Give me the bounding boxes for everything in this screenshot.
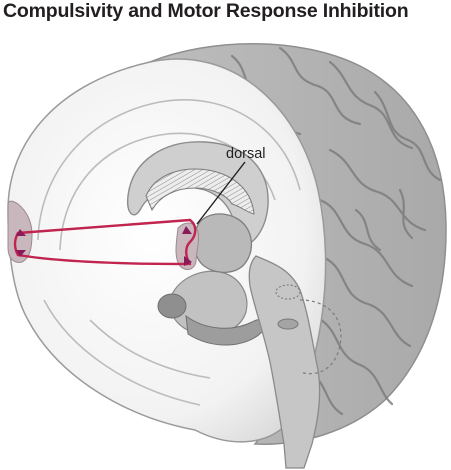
dorsal-leader-line <box>196 161 246 225</box>
right-hemisphere-gyri <box>230 46 442 416</box>
arrowhead-icon <box>182 226 192 234</box>
amygdala <box>157 293 187 319</box>
pathway-lower-line <box>16 253 190 266</box>
figure-title: Compulsivity and Motor Response Inhibiti… <box>3 0 409 22</box>
arrowhead-icon <box>184 256 192 266</box>
pons-marker <box>275 284 301 300</box>
dorsal-striatum-hatch <box>145 168 255 215</box>
pathway-striatal-loop <box>185 218 197 266</box>
cerebellum-outline <box>299 299 342 375</box>
brainstem <box>248 255 321 469</box>
midbrain-marker <box>277 318 299 330</box>
pathway-upper-line <box>16 218 192 235</box>
arrowhead-icon <box>16 250 26 257</box>
pathway-arrows <box>16 226 192 266</box>
arrowhead-icon <box>16 229 26 236</box>
subcortical-structures <box>193 213 253 273</box>
dorsal-label: dorsal <box>226 146 266 162</box>
